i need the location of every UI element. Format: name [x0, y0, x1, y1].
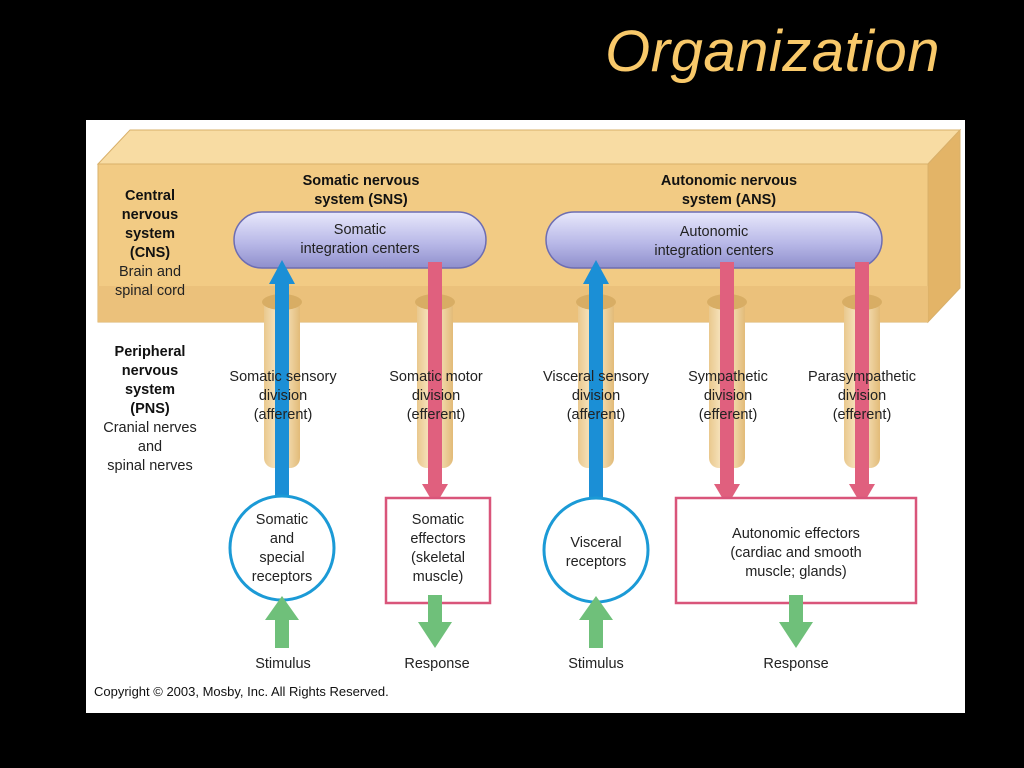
- svg-text:(PNS): (PNS): [130, 401, 170, 417]
- somatic-effectors-box: [384, 496, 492, 605]
- svg-text:system (SNS): system (SNS): [314, 192, 408, 208]
- somatic-effectors-label: Somatic effectors (skeletal muscle): [410, 512, 465, 585]
- svg-text:integration centers: integration centers: [654, 243, 773, 259]
- response-arrow-2: [779, 595, 813, 648]
- svg-text:(afferent): (afferent): [567, 407, 626, 423]
- svg-text:Autonomic: Autonomic: [680, 224, 749, 240]
- sympathetic-division-label: Sympathetic division (efferent): [688, 369, 768, 423]
- response-arrow-1: [418, 595, 452, 648]
- svg-text:division: division: [259, 388, 307, 404]
- stimulus-label: Stimulus: [568, 656, 624, 672]
- svg-text:(efferent): (efferent): [699, 407, 758, 423]
- slide-title: Organization: [605, 19, 940, 84]
- parasympathetic-pathway: [849, 262, 875, 506]
- svg-text:Somatic: Somatic: [412, 512, 464, 528]
- somatic-integration-centers: [233, 211, 487, 269]
- svg-text:system (ANS): system (ANS): [682, 192, 776, 208]
- svg-text:Somatic sensory: Somatic sensory: [229, 369, 337, 385]
- svg-text:division: division: [412, 388, 460, 404]
- stimulus-arrow-2: [579, 596, 613, 648]
- svg-text:spinal cord: spinal cord: [115, 283, 185, 299]
- svg-text:special: special: [259, 550, 304, 566]
- autonomic-effectors-box: [674, 496, 918, 605]
- copyright-notice: Copyright © 2003, Mosby, Inc. All Rights…: [94, 684, 389, 699]
- svg-text:Cranial nerves: Cranial nerves: [103, 420, 197, 436]
- somatic-integration-label: Somatic integration centers: [300, 222, 419, 257]
- arrow-icon: [269, 260, 295, 284]
- svg-text:Somatic nervous: Somatic nervous: [303, 173, 420, 189]
- svg-text:Somatic: Somatic: [334, 222, 386, 238]
- svg-text:(skeletal: (skeletal: [411, 550, 465, 566]
- somatic-receptors-label: Somatic and special receptors: [252, 512, 312, 585]
- svg-text:receptors: receptors: [252, 569, 312, 585]
- visceral-sensory-pathway: [583, 260, 609, 510]
- somatic-sensory-division-label: Somatic sensory division (afferent): [229, 369, 337, 423]
- autonomic-effectors-label: Autonomic effectors (cardiac and smooth …: [730, 526, 861, 580]
- svg-text:and: and: [270, 531, 294, 547]
- somatic-motor-pathway: [422, 262, 448, 506]
- svg-text:and: and: [138, 439, 162, 455]
- pns-label: Peripheral nervous system (PNS) Cranial …: [103, 344, 197, 474]
- svg-text:Parasympathetic: Parasympathetic: [808, 369, 916, 385]
- arrow-icon: [579, 596, 613, 620]
- svg-text:division: division: [572, 388, 620, 404]
- svg-text:Central: Central: [125, 188, 175, 204]
- svg-text:receptors: receptors: [566, 554, 626, 570]
- svg-text:Brain and: Brain and: [119, 264, 181, 280]
- somatic-sensory-pathway: [269, 260, 295, 510]
- parasympathetic-division-label: Parasympathetic division (efferent): [808, 369, 916, 423]
- autonomic-integration-centers: [545, 211, 883, 269]
- svg-text:Sympathetic: Sympathetic: [688, 369, 768, 385]
- svg-text:(efferent): (efferent): [833, 407, 892, 423]
- stimulus-label: Stimulus: [255, 656, 311, 672]
- ans-title: Autonomic nervous system (ANS): [661, 173, 797, 208]
- arrow-icon: [265, 596, 299, 620]
- svg-text:(afferent): (afferent): [254, 407, 313, 423]
- stimulus-arrow-1: [265, 596, 299, 648]
- nervous-system-diagram: Central nervous system (CNS) Brain and s…: [86, 120, 965, 713]
- arrow-icon: [418, 622, 452, 648]
- svg-text:muscle; glands): muscle; glands): [745, 564, 847, 580]
- svg-text:Autonomic effectors: Autonomic effectors: [732, 526, 860, 542]
- sympathetic-pathway: [714, 262, 740, 506]
- svg-text:system: system: [125, 226, 175, 242]
- svg-text:integration centers: integration centers: [300, 241, 419, 257]
- arrow-icon: [779, 622, 813, 648]
- svg-text:division: division: [704, 388, 752, 404]
- svg-text:system: system: [125, 382, 175, 398]
- svg-text:Somatic: Somatic: [256, 512, 308, 528]
- arrow-icon: [714, 484, 740, 506]
- svg-text:spinal nerves: spinal nerves: [107, 458, 192, 474]
- svg-text:(cardiac and smooth: (cardiac and smooth: [730, 545, 861, 561]
- autonomic-integration-label: Autonomic integration centers: [654, 224, 773, 259]
- svg-text:Visceral sensory: Visceral sensory: [543, 369, 650, 385]
- visceral-receptors-label: Visceral receptors: [566, 535, 626, 570]
- svg-text:Visceral: Visceral: [570, 535, 621, 551]
- somatic-motor-division-label: Somatic motor division (efferent): [389, 369, 483, 423]
- sns-title: Somatic nervous system (SNS): [303, 173, 420, 208]
- svg-text:(efferent): (efferent): [407, 407, 466, 423]
- arrow-icon: [422, 484, 448, 506]
- svg-text:Autonomic nervous: Autonomic nervous: [661, 173, 797, 189]
- svg-text:nervous: nervous: [122, 363, 178, 379]
- cns-label: Central nervous system (CNS) Brain and s…: [115, 188, 185, 299]
- arrow-icon: [583, 260, 609, 284]
- response-label: Response: [404, 656, 469, 672]
- svg-text:nervous: nervous: [122, 207, 178, 223]
- visceral-sensory-division-label: Visceral sensory division (afferent): [543, 369, 650, 423]
- svg-text:(CNS): (CNS): [130, 245, 170, 261]
- svg-text:division: division: [838, 388, 886, 404]
- svg-text:Somatic motor: Somatic motor: [389, 369, 483, 385]
- svg-text:muscle): muscle): [413, 569, 464, 585]
- response-label: Response: [763, 656, 828, 672]
- svg-text:effectors: effectors: [410, 531, 465, 547]
- arrow-icon: [849, 484, 875, 506]
- svg-text:Peripheral: Peripheral: [115, 344, 186, 360]
